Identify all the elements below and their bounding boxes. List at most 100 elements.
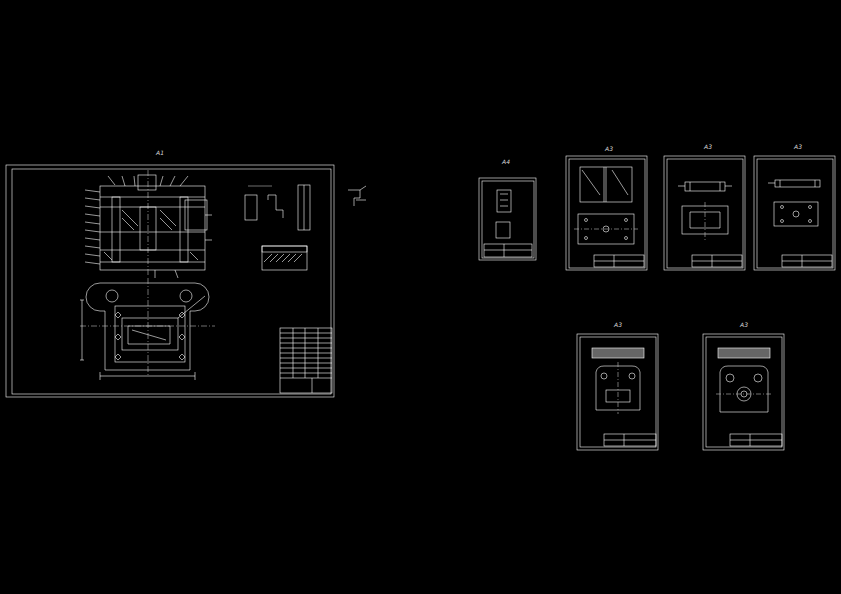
drawing-line	[667, 159, 743, 268]
drawing-line	[754, 156, 835, 270]
drawing-line	[185, 200, 207, 230]
drawing-line	[604, 434, 656, 446]
drawing-line	[122, 318, 178, 350]
drawing-line	[484, 244, 532, 257]
drawing-line	[80, 326, 215, 327]
sheet-size-label: A3	[703, 144, 713, 150]
drawing-line	[497, 190, 511, 212]
drawing-line	[80, 300, 84, 360]
part-sheet	[703, 334, 784, 450]
drawing-line	[793, 211, 799, 217]
drawing-line	[705, 202, 706, 240]
drawing-line	[775, 180, 820, 187]
sheet-size-label: A3	[604, 146, 614, 152]
drawing-line	[574, 229, 638, 230]
drawing-line	[604, 434, 656, 446]
drawing-line	[148, 170, 149, 275]
part-sheet	[566, 156, 647, 270]
drawing-line	[629, 373, 635, 379]
drawing-line	[754, 374, 762, 382]
drawing-line	[716, 394, 772, 395]
drawing-line	[482, 181, 534, 258]
drawing-line	[479, 178, 536, 260]
drawing-line	[85, 190, 100, 264]
drawing-line	[180, 197, 188, 262]
drawing-line	[706, 337, 782, 447]
drawing-line	[140, 207, 156, 250]
drawing-line	[774, 202, 818, 226]
part-sheet	[577, 334, 658, 450]
drawing-line	[108, 176, 212, 278]
drawing-line	[692, 255, 742, 267]
drawing-line	[262, 246, 307, 270]
drawing-line	[12, 169, 331, 394]
part-sheet	[664, 156, 745, 270]
drawing-line	[180, 290, 192, 302]
drawing-line	[730, 434, 782, 446]
drawing-line	[100, 186, 205, 270]
drawing-line	[594, 255, 644, 267]
drawing-line	[718, 348, 770, 358]
drawing-line	[280, 328, 332, 393]
sheet-size-label: A3	[739, 322, 749, 328]
drawing-line	[664, 156, 745, 270]
drawing-line	[781, 206, 784, 209]
sheet-size-label: A1	[155, 150, 165, 156]
drawing-line	[262, 246, 307, 252]
part-sheet	[754, 156, 835, 270]
drawing-line	[678, 182, 732, 191]
drawing-line	[100, 372, 195, 380]
drawing-line	[100, 232, 205, 233]
drawing-line	[115, 312, 185, 360]
drawing-line	[178, 296, 205, 318]
drawing-line	[781, 220, 784, 223]
drawing-line	[592, 348, 644, 358]
drawing-line	[106, 290, 118, 302]
drawing-line	[809, 206, 812, 209]
drawing-line	[293, 328, 318, 393]
drawing-line	[264, 254, 302, 262]
drawing-line	[601, 373, 607, 379]
drawing-line	[582, 167, 628, 202]
drawing-line	[569, 159, 645, 268]
drawing-line	[782, 255, 832, 267]
drawing-line	[580, 167, 632, 202]
drawing-line	[585, 219, 588, 222]
drawing-line	[566, 156, 647, 270]
drawing-line	[280, 333, 332, 378]
drawing-line	[148, 278, 149, 375]
drawing-line	[298, 185, 310, 230]
drawing-line	[580, 337, 656, 447]
drawing-line	[500, 194, 508, 206]
drawing-line	[6, 165, 334, 397]
drawing-line	[112, 197, 120, 262]
drawing-line	[768, 180, 815, 187]
drawing-line	[685, 182, 725, 191]
drawing-line	[703, 334, 784, 450]
drawing-line	[138, 175, 156, 190]
drawing-line	[618, 362, 619, 414]
drawing-line	[625, 219, 628, 222]
drawing-line	[245, 195, 257, 220]
drawing-line	[577, 334, 658, 450]
drawing-line	[625, 237, 628, 240]
drawing-line	[809, 220, 812, 223]
assembly-sheet	[6, 165, 366, 397]
drawing-line	[496, 222, 510, 238]
sheet-size-label: A3	[613, 322, 623, 328]
drawing-line	[248, 186, 272, 187]
drawing-line	[268, 195, 283, 218]
drawing-line	[128, 326, 170, 344]
drawing-line	[585, 237, 588, 240]
drawing-line	[720, 366, 768, 412]
drawing-line	[86, 283, 209, 370]
drawing-line	[782, 255, 832, 267]
drawing-line	[594, 255, 644, 267]
drawing-line	[484, 244, 532, 257]
drawing-line	[104, 210, 198, 260]
sheet-size-label: A3	[793, 144, 803, 150]
drawing-line	[757, 159, 833, 268]
drawing-line	[304, 185, 305, 230]
drawing-line	[730, 434, 782, 446]
